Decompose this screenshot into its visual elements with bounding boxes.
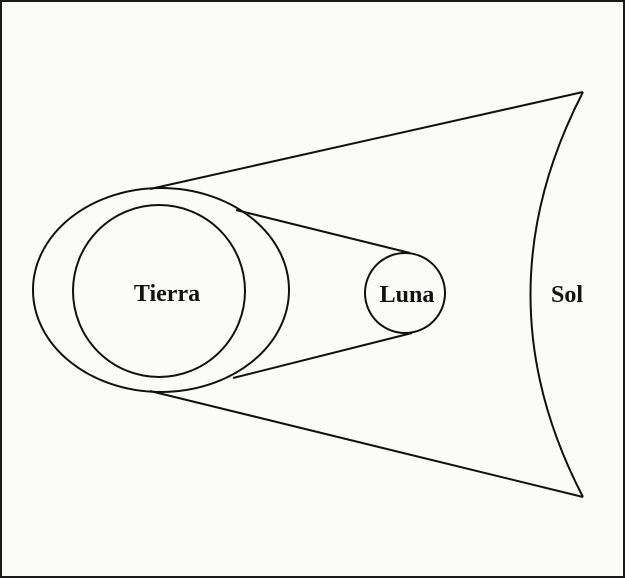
moon-label: Luna (380, 282, 435, 308)
earth-label: Tierra (134, 281, 200, 307)
sun-label: Sol (551, 282, 583, 308)
sun-upper-tangent (149, 91, 584, 190)
sun-lower-tangent (149, 390, 584, 498)
earth-outer-ring (32, 187, 290, 393)
earth-circle (72, 204, 246, 378)
moon-circle (364, 252, 446, 334)
sun-surface-arc (529, 91, 584, 498)
moon-lower-tangent (232, 332, 413, 379)
moon-upper-tangent (235, 209, 411, 254)
